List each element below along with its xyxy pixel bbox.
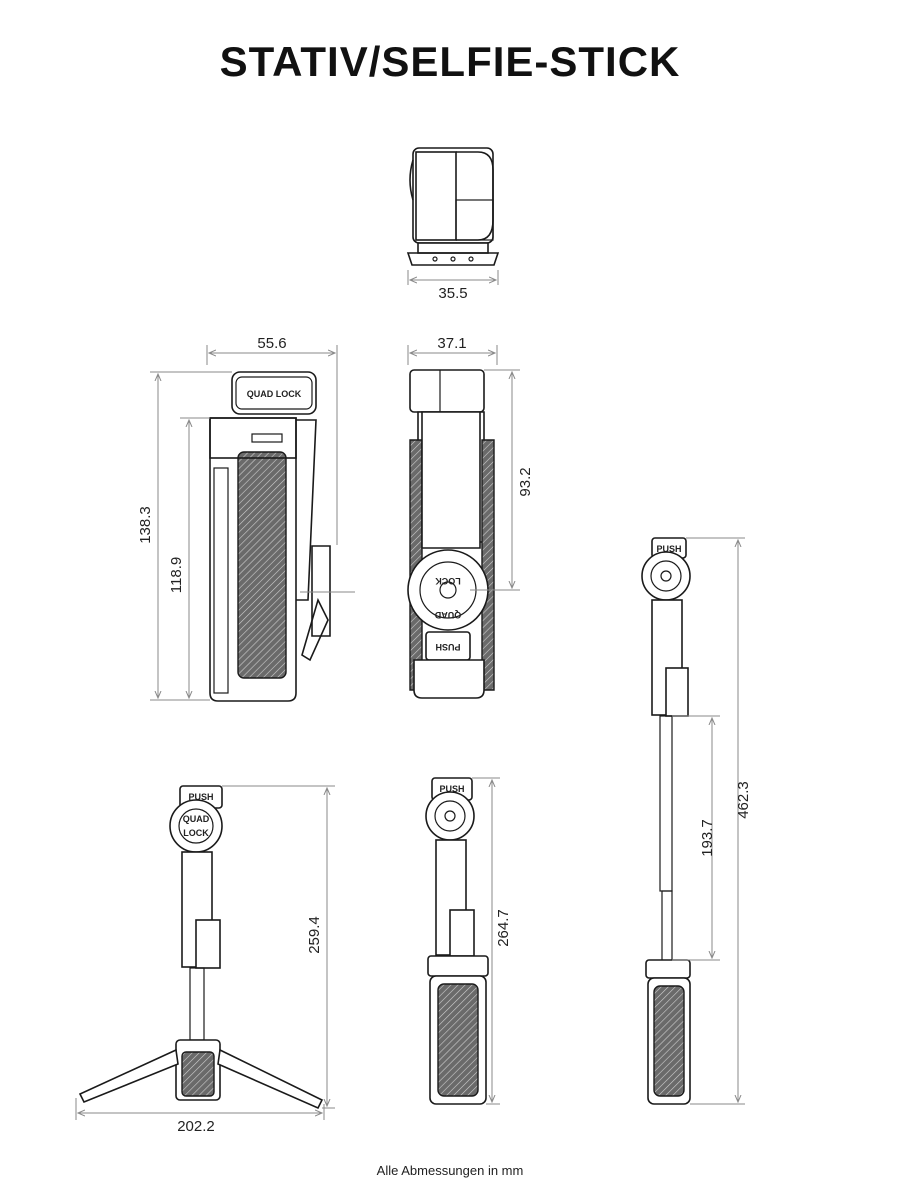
dim-front-height-head: 93.2 xyxy=(517,467,534,496)
tripod-view: PUSH QUAD LOCK 259.4 202.2 xyxy=(75,785,335,1135)
dim-tripod-width: 202.2 xyxy=(177,1118,215,1135)
quad-lock-mark-tripod-lock: LOCK xyxy=(183,828,209,838)
dim-front-width: 37.1 xyxy=(437,335,466,352)
dim-side-height-total: 138.3 xyxy=(137,506,154,544)
push-label-extended: PUSH xyxy=(656,544,681,554)
push-label-stick: PUSH xyxy=(439,784,464,794)
dim-tripod-height: 259.4 xyxy=(306,916,323,954)
side-view: QUAD LOCK 55.6 138.3 118.9 xyxy=(137,335,355,702)
top-view: 35.5 xyxy=(406,147,500,302)
push-label-front: PUSH xyxy=(435,642,460,652)
stick-collapsed-view: PUSH 264.7 xyxy=(425,777,512,1105)
dim-stick-height: 264.7 xyxy=(495,909,512,947)
quad-lock-mark-lock: LOCK xyxy=(435,576,461,586)
dim-side-width: 55.6 xyxy=(257,335,286,352)
push-label-tripod: PUSH xyxy=(188,792,213,802)
units-note: Alle Abmessungen in mm xyxy=(376,1163,524,1178)
page-title: STATIV/SELFIE-STICK xyxy=(219,38,681,85)
front-view: LOCK QUAD PUSH 37.1 93.2 xyxy=(407,335,534,699)
quad-lock-mark-quad: QUAD xyxy=(434,610,461,620)
dim-extended-height: 462.3 xyxy=(735,781,752,819)
dim-top-width: 35.5 xyxy=(438,285,467,302)
quad-lock-mark-tripod-quad: QUAD xyxy=(183,814,210,824)
dim-side-height-body: 118.9 xyxy=(168,557,185,593)
dim-extended-pole: 193.7 xyxy=(699,819,716,857)
quad-lock-logo: QUAD LOCK xyxy=(247,389,302,399)
stick-extended-view: PUSH 462.3 193.7 xyxy=(641,537,752,1105)
